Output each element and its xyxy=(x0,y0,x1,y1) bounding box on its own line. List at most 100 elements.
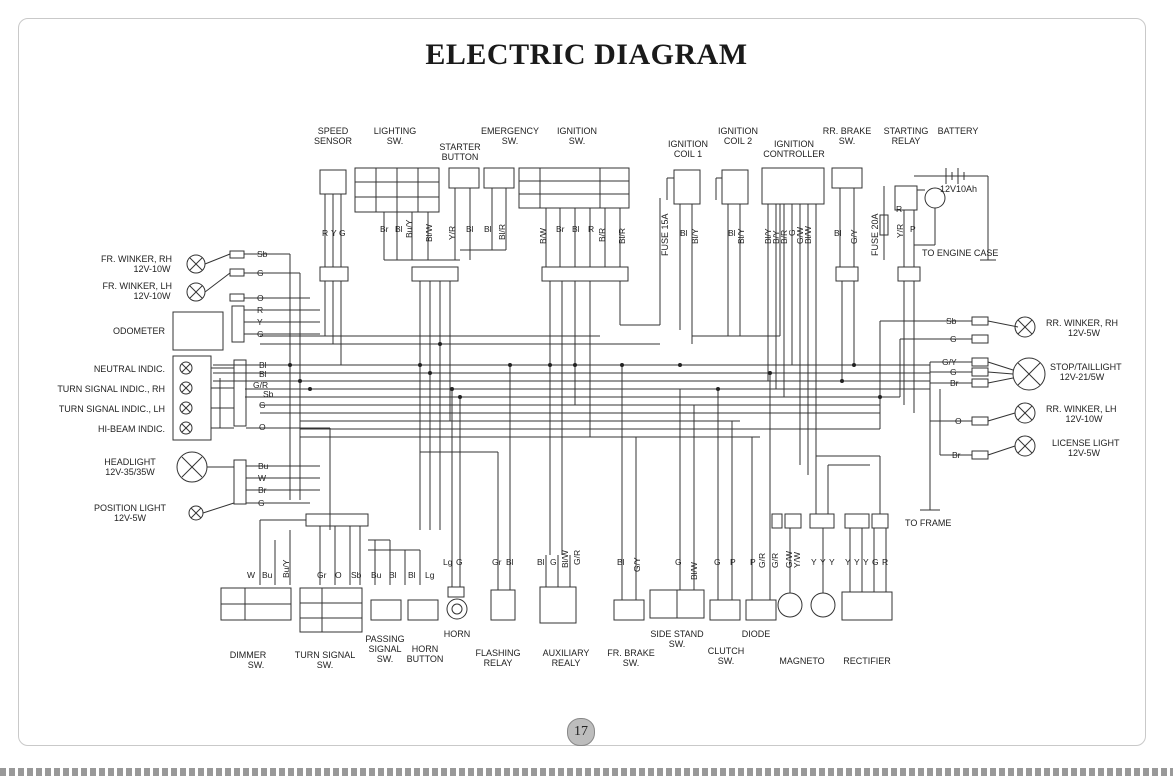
label-lighting-sw-2: SW. xyxy=(387,136,404,146)
wire-code: G/Y xyxy=(942,357,957,367)
wire-code: G xyxy=(950,367,957,377)
wire-code: Bl xyxy=(408,570,416,580)
wire-code: R xyxy=(882,557,888,567)
bottom-components xyxy=(220,365,893,633)
label-diode: DIODE xyxy=(742,629,771,639)
wire-code: Y xyxy=(854,557,860,567)
label-stop-taillight-rating: 12V-21/5W xyxy=(1060,372,1105,382)
wire-code: G/Y xyxy=(632,557,642,572)
wire-code: Y xyxy=(863,557,869,567)
wire-code: Bu/Y xyxy=(404,219,414,238)
label-to-engine-case: TO ENGINE CASE xyxy=(922,248,998,258)
wire-code: Bu xyxy=(262,570,273,580)
wire-code: Y/R xyxy=(895,224,905,238)
label-passing-signal-sw-1: PASSING xyxy=(365,634,404,644)
label-rr-winker-lh-rating: 12V-10W xyxy=(1065,414,1103,424)
main-harness xyxy=(213,335,930,438)
label-ignition-coil1-1: IGNITION xyxy=(668,139,708,149)
wire-code: Y/W xyxy=(792,552,802,568)
wire-code: Bl/W xyxy=(689,562,699,580)
wire-code: B/W xyxy=(538,228,548,244)
wire-code: Bl xyxy=(680,228,688,238)
wire-code: R xyxy=(588,224,594,234)
page-number: 17 xyxy=(567,718,595,746)
label-ignition-sw-1: IGNITION xyxy=(557,126,597,136)
wire-code: Bl/W xyxy=(803,226,813,244)
wire-code: Y xyxy=(829,557,835,567)
wire-code: G xyxy=(872,557,879,567)
wire-code: Bu xyxy=(258,461,269,471)
wire-code: Lg xyxy=(443,557,453,567)
wire-code: Bl/R xyxy=(497,224,507,240)
wire-code: Lg xyxy=(425,570,435,580)
wire-code: Sb xyxy=(351,570,362,580)
label-passing-signal-sw-3: SW. xyxy=(377,654,394,664)
label-fuse-15a: FUSE 15A xyxy=(660,213,670,256)
label-flashing-relay-2: RELAY xyxy=(484,658,513,668)
label-fr-winker-lh: FR. WINKER, LH xyxy=(102,281,172,291)
label-dimmer-sw-1: DIMMER xyxy=(230,650,267,660)
label-license-light-rating: 12V-5W xyxy=(1068,448,1101,458)
junction-dots xyxy=(288,342,882,399)
wire-code: Bu xyxy=(371,570,382,580)
label-starting-relay-2: RELAY xyxy=(892,136,921,146)
wire-code: G xyxy=(258,498,265,508)
wire-code: P xyxy=(750,557,756,567)
label-horn-button-1: HORN xyxy=(412,644,439,654)
wire-code: Y xyxy=(845,557,851,567)
wire-code: Br xyxy=(380,224,389,234)
wire-code: Bl xyxy=(728,228,736,238)
wire-code: O xyxy=(257,293,264,303)
wire-code: Bl/W xyxy=(424,224,434,242)
wire-code: Bl xyxy=(466,224,474,234)
wire-code: O xyxy=(259,422,266,432)
label-fuse-20a: FUSE 20A xyxy=(870,213,880,256)
label-ignition-controller-1: IGNITION xyxy=(774,139,814,149)
label-horn-button-2: BUTTON xyxy=(407,654,444,664)
label-speed-sensor-1: SPEED xyxy=(318,126,349,136)
top-switches xyxy=(319,167,996,555)
wire-code: Bl xyxy=(259,360,267,370)
right-lamps xyxy=(879,316,1046,511)
wire-code: Bl/Y xyxy=(690,228,700,244)
wire-code: G xyxy=(456,557,463,567)
label-position-light-rating: 12V-5W xyxy=(114,513,147,523)
wire-code: Bl xyxy=(389,570,397,580)
wire-code: Gr xyxy=(317,570,327,580)
label-clutch-sw-2: SW. xyxy=(718,656,735,666)
wire-code: G xyxy=(257,268,264,278)
scan-edge xyxy=(0,768,1173,776)
wire-code: Br xyxy=(950,378,959,388)
label-rectifier: RECTIFIER xyxy=(843,656,891,666)
label-magneto: MAGNETO xyxy=(779,656,824,666)
wire-code: Br xyxy=(952,450,961,460)
wire-code: Gr xyxy=(492,557,502,567)
label-speed-sensor-2: SENSOR xyxy=(314,136,353,146)
wire-code: Bl/R xyxy=(617,228,627,244)
component-labels: FR. WINKER, RH 12V-10W FR. WINKER, LH 12… xyxy=(57,126,1122,670)
label-passing-signal-sw-2: SIGNAL xyxy=(368,644,401,654)
label-clutch-sw-1: CLUTCH xyxy=(708,646,745,656)
label-hibeam-indic: HI-BEAM INDIC. xyxy=(98,424,165,434)
wire-code: P xyxy=(910,224,916,234)
wire-code: G xyxy=(675,557,682,567)
wire-code: W xyxy=(258,473,266,483)
wire-code: G/R xyxy=(253,380,268,390)
label-odometer: ODOMETER xyxy=(113,326,166,336)
wire-code: G/R xyxy=(572,550,582,565)
label-dimmer-sw-2: SW. xyxy=(248,660,265,670)
label-headlight-rating: 12V-35/35W xyxy=(105,467,155,477)
label-headlight: HEADLIGHT xyxy=(104,457,156,467)
wire-code: G/W xyxy=(784,551,794,568)
wire-code: Sb xyxy=(263,389,274,399)
wire-code: Br xyxy=(258,485,267,495)
label-ignition-controller-2: CONTROLLER xyxy=(763,149,825,159)
label-emergency-sw-1: EMERGENCY xyxy=(481,126,539,136)
wire-code: Y xyxy=(257,317,263,327)
label-to-frame: TO FRAME xyxy=(905,518,951,528)
label-turn-signal-sw-1: TURN SIGNAL xyxy=(295,650,356,660)
wire-code: Bl xyxy=(506,557,514,567)
label-rr-brake-sw-1: RR. BRAKE xyxy=(823,126,872,136)
label-auxiliary-realy-2: REALY xyxy=(552,658,581,668)
